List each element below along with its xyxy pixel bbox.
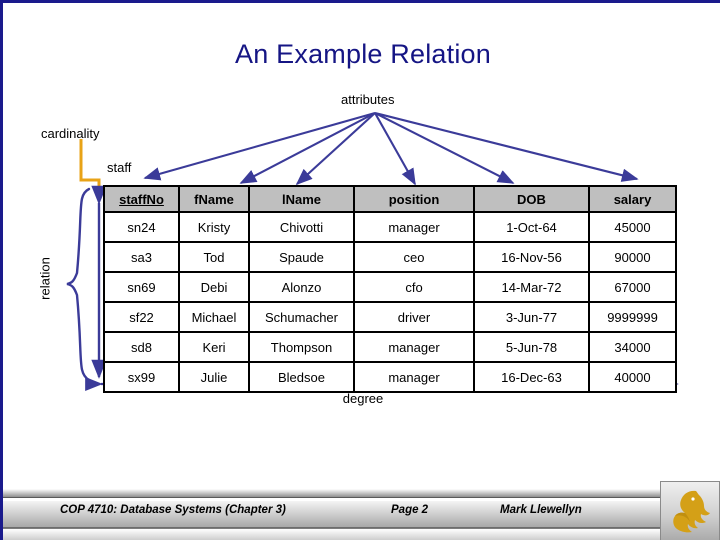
column-header-lname: lName [248,185,355,213]
footer-bar-top [3,489,720,498]
cell-dob: 3-Jun-77 [473,301,590,333]
cell-position: manager [353,211,475,243]
cell-staffno: sn69 [103,271,180,303]
cell-lname: Spaude [248,241,355,273]
footer-author-text: Mark Llewellyn [500,504,582,516]
column-header-staffno: staffNo [103,185,180,213]
footer-course-text: COP 4710: Database Systems (Chapter 3) [60,504,286,516]
footer-page-number: Page 2 [391,504,429,516]
cell-fname: Debi [178,271,250,303]
relation-table: staffNo fName lName position DOB salary … [103,185,677,393]
table-row: sf22 Michael Schumacher driver 3-Jun-77 … [103,301,677,333]
cell-salary: 45000 [588,211,677,243]
attributes-arrow-fan [143,111,639,186]
cell-dob: 5-Jun-78 [473,331,590,363]
cell-staffno: sa3 [103,241,180,273]
cell-dob: 16-Dec-63 [473,361,590,393]
cell-position: manager [353,331,475,363]
cell-dob: 14-Mar-72 [473,271,590,303]
label-relation: relation [37,257,53,300]
column-header-fname: fName [178,185,250,213]
cell-fname: Michael [178,301,250,333]
relation-brace [66,187,91,382]
column-header-salary: salary [588,185,677,213]
cell-staffno: sx99 [103,361,180,393]
ucf-pegasus-logo-icon [660,481,720,540]
cell-staffno: sf22 [103,301,180,333]
cell-position: driver [353,301,475,333]
cell-lname: Chivotti [248,211,355,243]
cell-lname: Bledsoe [248,361,355,393]
footer-bar-middle [3,500,720,528]
label-table-name: staff [107,160,132,175]
cell-position: cfo [353,271,475,303]
column-header-position: position [353,185,475,213]
table-row: sn24 Kristy Chivotti manager 1-Oct-64 45… [103,211,677,243]
cell-lname: Schumacher [248,301,355,333]
table-row: sn69 Debi Alonzo cfo 14-Mar-72 67000 [103,271,677,303]
cell-salary: 67000 [588,271,677,303]
page-title: An Example Relation [235,39,491,69]
footer-bar-bottom [3,528,720,540]
cell-salary: 40000 [588,361,677,393]
slide-footer: COP 4710: Database Systems (Chapter 3) P… [3,489,720,540]
table-header-row: staffNo fName lName position DOB salary [103,185,677,213]
cell-lname: Alonzo [248,271,355,303]
cell-position: ceo [353,241,475,273]
label-degree: degree [342,391,384,406]
table-row: sx99 Julie Bledsoe manager 16-Dec-63 400… [103,361,677,393]
cardinality-leader-line [79,139,101,199]
cell-dob: 1-Oct-64 [473,211,590,243]
cell-staffno: sn24 [103,211,180,243]
cell-fname: Tod [178,241,250,273]
cell-fname: Keri [178,331,250,363]
label-attributes: attributes [341,92,395,107]
cell-salary: 90000 [588,241,677,273]
table-row: sd8 Keri Thompson manager 5-Jun-78 34000 [103,331,677,363]
column-header-dob: DOB [473,185,590,213]
cell-fname: Kristy [178,211,250,243]
cell-dob: 16-Nov-56 [473,241,590,273]
cell-staffno: sd8 [103,331,180,363]
cell-salary: 9999999 [588,301,677,333]
cell-fname: Julie [178,361,250,393]
label-cardinality: cardinality [41,126,100,141]
cell-salary: 34000 [588,331,677,363]
cell-lname: Thompson [248,331,355,363]
table-row: sa3 Tod Spaude ceo 16-Nov-56 90000 [103,241,677,273]
cell-position: manager [353,361,475,393]
